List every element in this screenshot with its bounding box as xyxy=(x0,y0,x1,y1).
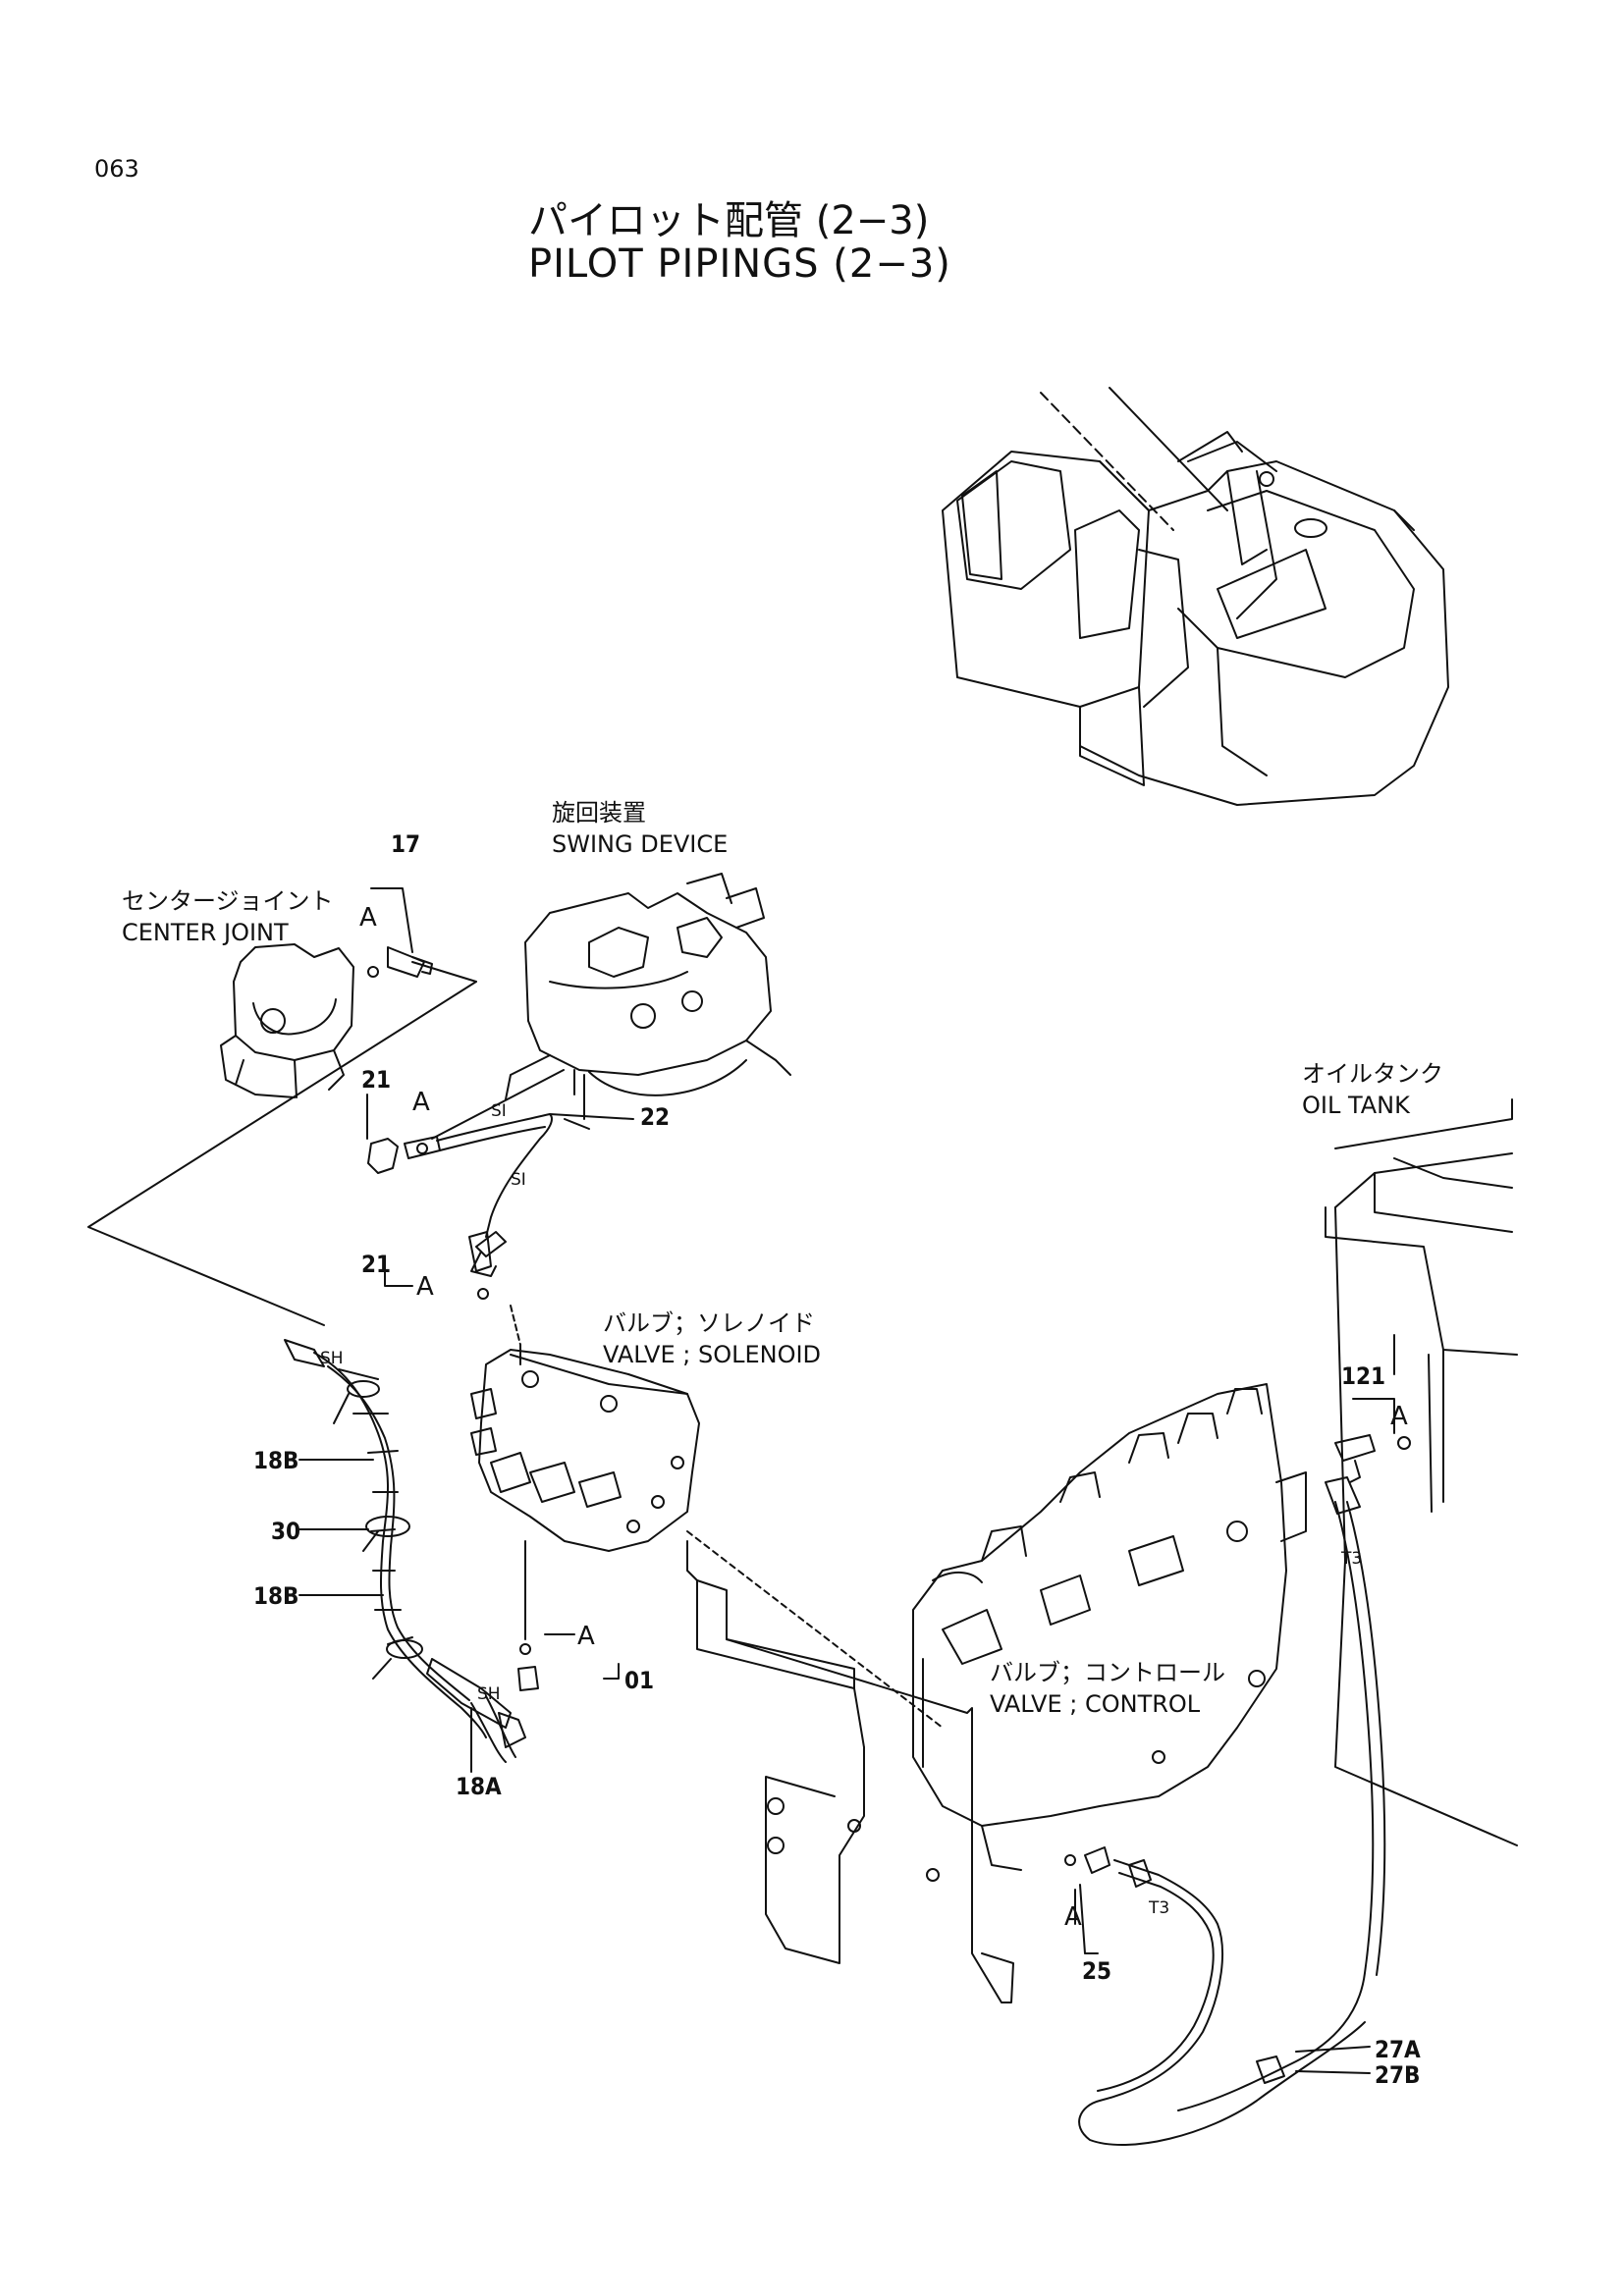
oil-tank-label-en: OIL TANK xyxy=(1302,1092,1410,1119)
page-title-japanese: パイロット配管 (2−3) xyxy=(528,198,930,243)
fitting-25 xyxy=(1064,1846,1110,1954)
part-number-18b-lower: 18B xyxy=(253,1582,299,1610)
part-number-27b: 27B xyxy=(1375,2061,1421,2089)
ref-a-25: A xyxy=(1064,1902,1082,1932)
leader-27b xyxy=(1295,2070,1371,2074)
part-number-17: 17 xyxy=(391,830,421,858)
ref-a-21-lower: A xyxy=(416,1272,434,1302)
fitting-21-lower xyxy=(384,1231,492,1300)
part-number-21-upper: 21 xyxy=(361,1066,392,1094)
oil-tank-label-ja: オイルタンク xyxy=(1302,1060,1443,1088)
part-number-121: 121 xyxy=(1341,1362,1386,1390)
tag-sh-upper: SH xyxy=(320,1349,344,1368)
control-valve-label: バルブ；コントロール VALVE ; CONTROL xyxy=(990,1657,1225,1720)
tag-si-lower: SI xyxy=(511,1170,526,1190)
solenoid-valve-label: バルブ；ソレノイド VALVE ; SOLENOID xyxy=(603,1308,821,1370)
part-number-21-lower: 21 xyxy=(361,1251,392,1278)
tag-sh-lower: SH xyxy=(477,1684,501,1704)
hose-18a xyxy=(426,1658,526,1763)
ref-a-01: A xyxy=(577,1622,595,1651)
ref-a-21-upper: A xyxy=(412,1088,430,1117)
tag-t3-upper: T3 xyxy=(1341,1549,1363,1569)
hose-27 xyxy=(1078,1476,1386,2147)
oil-tank-drawing xyxy=(1325,1098,1518,1846)
solenoid-valve-label-en: VALVE ; SOLENOID xyxy=(603,1341,822,1368)
control-valve-drawing xyxy=(912,1383,1307,1871)
control-valve-label-ja: バルブ；コントロール xyxy=(990,1659,1225,1686)
part-number-22: 22 xyxy=(640,1103,671,1131)
swing-device-label: 旋回装置 SWING DEVICE xyxy=(552,797,728,860)
swing-device-drawing xyxy=(505,873,791,1130)
ref-a-17: A xyxy=(359,903,377,933)
part-number-25: 25 xyxy=(1082,1957,1112,1985)
hose-18b xyxy=(284,1339,487,1738)
part-number-27a: 27A xyxy=(1375,2036,1421,2063)
leader-line-swing xyxy=(431,1069,565,1140)
page-title-english: PILOT PIPINGS (2−3) xyxy=(528,241,951,287)
part-number-18a: 18A xyxy=(456,1773,502,1800)
solenoid-valve-drawing xyxy=(470,1305,700,1552)
hose-22 xyxy=(436,1113,634,1277)
excavator-overview xyxy=(942,387,1449,806)
part-number-30: 30 xyxy=(271,1518,301,1545)
page-number: 063 xyxy=(94,155,139,183)
ref-a-121: A xyxy=(1390,1402,1408,1431)
swing-device-label-en: SWING DEVICE xyxy=(552,830,729,858)
tag-si-upper: SI xyxy=(491,1101,507,1121)
fitting-17 xyxy=(367,887,433,978)
solenoid-valve-label-ja: バルブ；ソレノイド xyxy=(603,1309,815,1337)
center-joint-label: センタージョイント CENTER JOINT xyxy=(122,885,334,948)
control-valve-label-en: VALVE ; CONTROL xyxy=(990,1690,1201,1718)
part-number-18b-upper: 18B xyxy=(253,1447,299,1474)
part-number-01: 01 xyxy=(624,1667,655,1694)
valve-bracket-drawing xyxy=(686,1530,1014,2003)
center-joint-label-en: CENTER JOINT xyxy=(122,919,289,946)
leader-27a xyxy=(1295,2046,1371,2053)
center-joint-label-ja: センタージョイント xyxy=(122,887,334,915)
oil-tank-label: オイルタンク OIL TANK xyxy=(1302,1058,1443,1121)
fitting-21-upper xyxy=(366,1094,441,1174)
fitting-121 xyxy=(1334,1398,1411,1483)
center-joint-drawing xyxy=(220,943,354,1098)
swing-device-label-ja: 旋回装置 xyxy=(552,799,646,827)
leader-line-center-joint xyxy=(87,981,477,1326)
tag-t3-lower: T3 xyxy=(1149,1898,1170,1918)
